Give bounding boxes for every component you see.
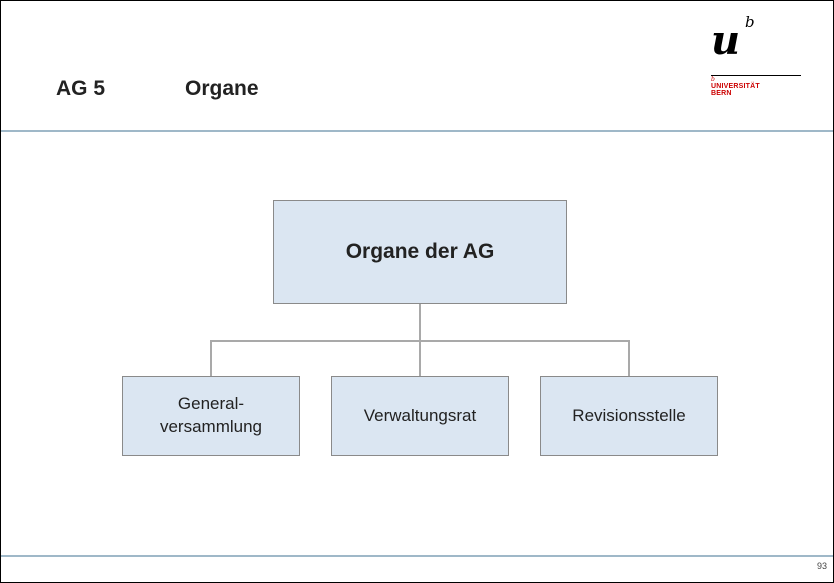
- logo-university-name: UNIVERSITÄT BERN: [711, 83, 760, 98]
- logo-b-superscript: b: [745, 13, 755, 31]
- page-number: 93: [816, 561, 827, 571]
- org-box-revisionsstelle: Revisionsstelle: [540, 376, 718, 456]
- org-box-label: Verwaltungsrat: [363, 405, 477, 425]
- logo-name-line1: UNIVERSITÄT: [711, 83, 760, 90]
- connector-left: [210, 340, 212, 376]
- connector-right: [628, 340, 630, 376]
- logo-b-small: b: [711, 76, 715, 83]
- org-root-label: Organe der AG: [345, 240, 495, 263]
- section-code: AG 5: [56, 77, 106, 100]
- connector-bar: [210, 340, 630, 342]
- org-box-generalversammlung: General- versammlung: [122, 376, 300, 456]
- org-box-label-line1: General-: [177, 394, 245, 414]
- page-title: Organe: [185, 77, 259, 100]
- org-root-box: Organe der AG: [273, 200, 567, 304]
- footer-divider: [1, 555, 833, 557]
- org-box-label-line2: versammlung: [159, 417, 263, 436]
- logo-rule: [711, 75, 801, 76]
- org-box-verwaltungsrat: Verwaltungsrat: [331, 376, 509, 456]
- org-box-label: Revisionsstelle: [572, 405, 686, 425]
- header-divider: [1, 130, 833, 132]
- logo-u-mark: u: [711, 17, 741, 64]
- university-logo: u b b UNIVERSITÄT BERN: [709, 15, 809, 121]
- logo-name-line2: BERN: [711, 90, 732, 98]
